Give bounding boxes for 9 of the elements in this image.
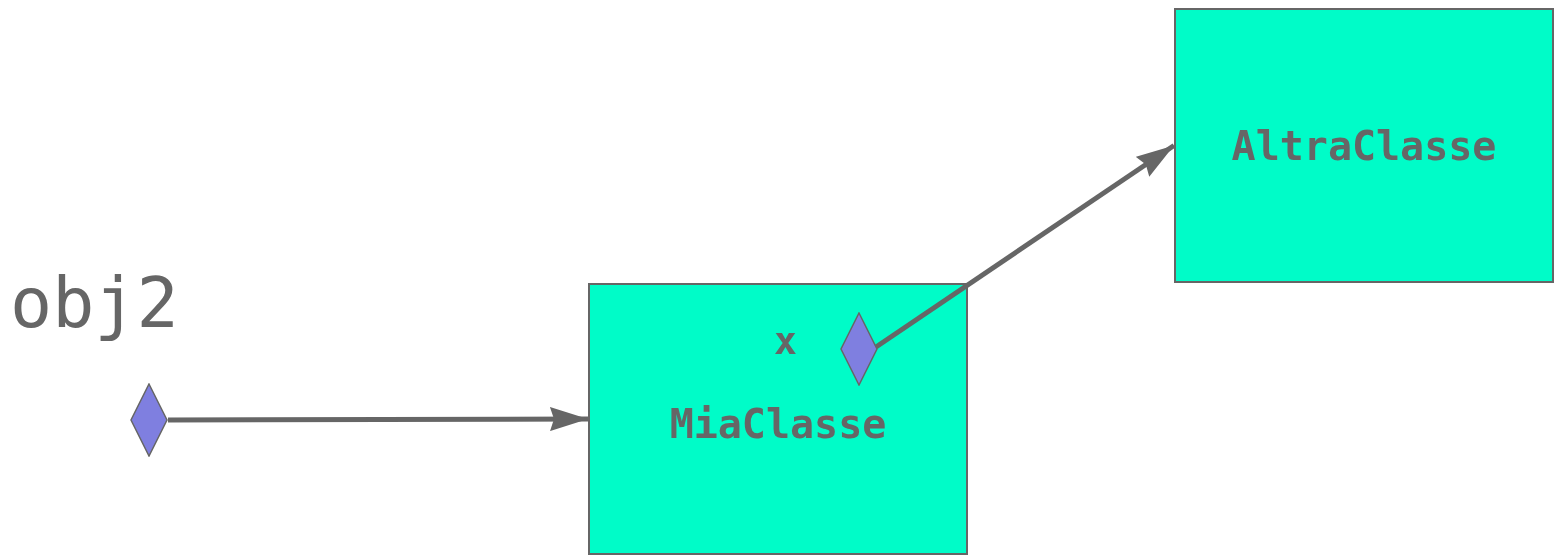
class-name: MiaClasse (669, 400, 887, 447)
variable-label: x (774, 322, 797, 360)
class-box (1174, 8, 1554, 283)
arrow (168, 407, 588, 432)
class-name: AltraClasse (1231, 122, 1497, 169)
arrow (874, 143, 1176, 350)
diamond-marker (840, 312, 878, 386)
class-box (588, 283, 968, 555)
diamond-marker (130, 383, 168, 457)
